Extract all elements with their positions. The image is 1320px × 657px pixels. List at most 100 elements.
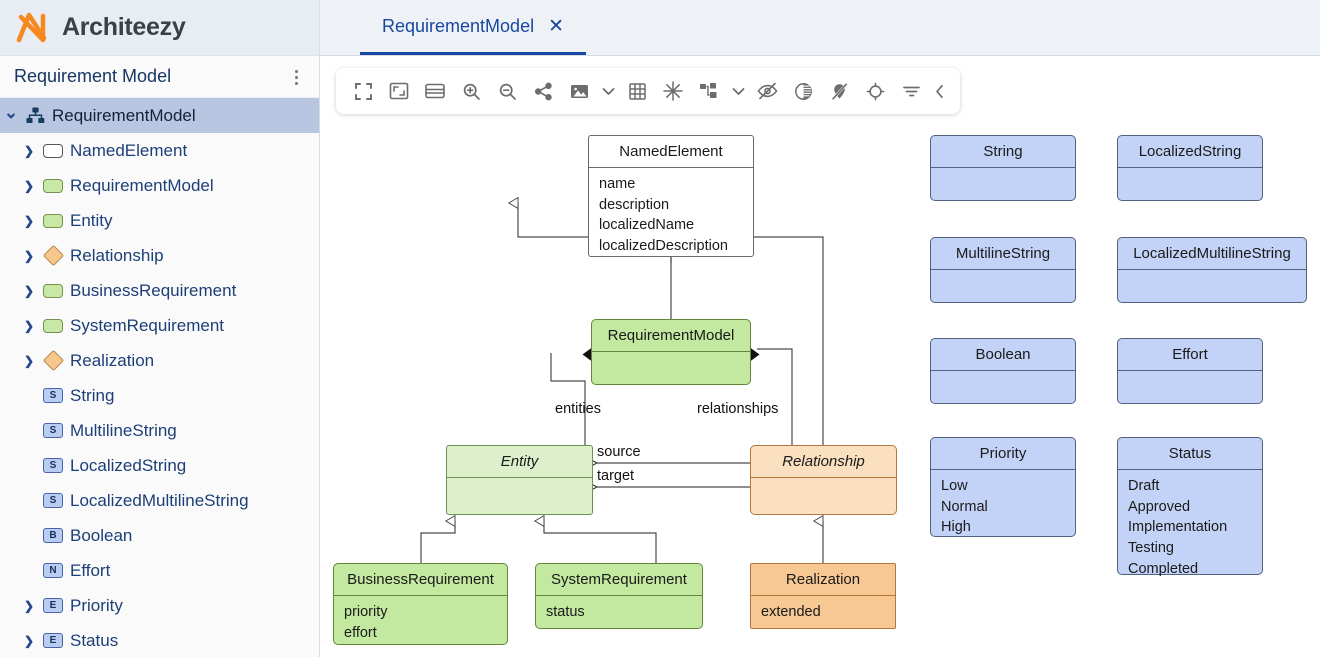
class-node-relationship[interactable]: Relationship xyxy=(750,445,897,515)
chevron-right-icon[interactable]: ❯ xyxy=(23,353,35,368)
filter-icon[interactable] xyxy=(894,74,928,108)
enum-badge-icon: E xyxy=(40,633,66,648)
class-node-title: MultilineString xyxy=(955,245,1051,262)
class-node-title: Entity xyxy=(500,453,539,470)
brand-header: Architeezy xyxy=(0,0,319,56)
badge-letter: E xyxy=(43,598,63,613)
class-node-attributes xyxy=(1118,269,1306,303)
class-node-effort[interactable]: Effort xyxy=(1117,338,1263,404)
tree-item-relationship[interactable]: ❯Relationship xyxy=(0,238,319,273)
focus-icon[interactable] xyxy=(858,74,892,108)
class-node-localizedstring[interactable]: LocalizedString xyxy=(1117,135,1263,201)
class-node-multilinestring[interactable]: MultilineString xyxy=(930,237,1076,303)
class-attribute: extended xyxy=(761,604,821,621)
tree-item-status[interactable]: ❯ E Status xyxy=(0,623,319,657)
class-green-icon xyxy=(40,178,66,193)
tree-item-label: NamedElement xyxy=(70,140,188,160)
class-node-title: LocalizedMultilineString xyxy=(1133,245,1291,262)
datatype-badge-icon: B xyxy=(40,528,66,543)
class-attribute: description xyxy=(599,196,670,213)
image-export-icon[interactable] xyxy=(562,74,596,108)
class-green-icon xyxy=(40,213,66,228)
chevron-down-icon[interactable] xyxy=(728,74,748,108)
chevron-down-icon[interactable]: ⌄ xyxy=(3,102,19,122)
tree-item-label: Status xyxy=(70,630,119,650)
chevron-right-icon[interactable]: ❯ xyxy=(23,248,35,263)
class-node-requirementmodel[interactable]: RequirementModel xyxy=(591,319,751,385)
class-attribute: localizedName xyxy=(599,217,695,234)
zoom-to-selection-icon[interactable] xyxy=(382,74,416,108)
chevron-right-icon[interactable]: ❯ xyxy=(23,633,35,648)
class-attribute: localizedDescription xyxy=(599,237,728,254)
class-attribute: Implementation xyxy=(1128,519,1228,536)
class-node-entity[interactable]: Entity xyxy=(446,445,593,515)
no-pin-icon[interactable] xyxy=(822,74,856,108)
class-attribute: priority xyxy=(344,604,388,621)
tree-item-entity[interactable]: ❯Entity xyxy=(0,203,319,238)
badge-letter: S xyxy=(43,423,63,438)
tab-bar: RequirementModel ✕ xyxy=(320,0,1320,56)
datatype-badge-icon: S xyxy=(40,423,66,438)
chevron-right-icon[interactable]: ❯ xyxy=(23,213,35,228)
edge-label: source xyxy=(597,444,641,460)
tree-item-label: Boolean xyxy=(70,525,133,545)
chevron-right-icon[interactable]: ❯ xyxy=(23,143,35,158)
datatype-badge-icon: S xyxy=(40,493,66,508)
fit-to-screen-icon[interactable] xyxy=(346,74,380,108)
tree-item-realization[interactable]: ❯Realization xyxy=(0,343,319,378)
tree-item-systemrequirement[interactable]: ❯SystemRequirement xyxy=(0,308,319,343)
grid-icon[interactable] xyxy=(620,74,654,108)
zoom-in-icon[interactable] xyxy=(454,74,488,108)
badge-letter: S xyxy=(43,388,63,403)
class-node-localizedmultilinestring[interactable]: LocalizedMultilineString xyxy=(1117,237,1307,303)
tree-item-boolean[interactable]: B Boolean xyxy=(0,518,319,553)
hide-icon[interactable] xyxy=(750,74,784,108)
class-node-title: LocalizedString xyxy=(1138,143,1242,160)
diagram-toolbar xyxy=(336,68,960,114)
chevron-down-icon[interactable] xyxy=(598,74,618,108)
zoom-out-icon[interactable] xyxy=(490,74,524,108)
tree-header: Requirement Model xyxy=(0,56,319,98)
class-node-title: Relationship xyxy=(782,453,865,470)
class-node-boolean[interactable]: Boolean xyxy=(930,338,1076,404)
class-node-title: Status xyxy=(1168,445,1212,462)
tree-item-requirementmodel[interactable]: ⌄RequirementModel xyxy=(0,98,319,133)
tree-title: Requirement Model xyxy=(14,66,172,86)
class-node-title: Priority xyxy=(979,445,1027,462)
layout-icon[interactable] xyxy=(692,74,726,108)
card-view-icon[interactable] xyxy=(418,74,452,108)
class-node-string[interactable]: String xyxy=(930,135,1076,201)
tree-item-businessrequirement[interactable]: ❯BusinessRequirement xyxy=(0,273,319,308)
chevron-right-icon[interactable]: ❯ xyxy=(23,178,35,193)
chevron-left-icon[interactable] xyxy=(930,74,950,108)
tree-item-label: RequirementModel xyxy=(70,175,214,195)
model-tree[interactable]: ⌄RequirementModel ❯ NamedElement ❯ Requireme… xyxy=(0,98,319,657)
chevron-right-icon[interactable]: ❯ xyxy=(23,283,35,298)
contrast-icon[interactable] xyxy=(786,74,820,108)
class-node-attributes xyxy=(931,167,1075,201)
tab-requirementmodel[interactable]: RequirementModel ✕ xyxy=(360,0,586,55)
kebab-menu-icon[interactable] xyxy=(287,68,305,86)
chevron-right-icon[interactable]: ❯ xyxy=(23,318,35,333)
close-icon[interactable]: ✕ xyxy=(548,15,564,37)
share-icon[interactable] xyxy=(526,74,560,108)
tree-item-requirementmodel[interactable]: ❯ RequirementModel xyxy=(0,168,319,203)
snap-icon[interactable] xyxy=(656,74,690,108)
class-green-icon xyxy=(40,318,66,333)
chevron-right-icon[interactable]: ❯ xyxy=(23,598,35,613)
tree-item-namedelement[interactable]: ❯ NamedElement xyxy=(0,133,319,168)
